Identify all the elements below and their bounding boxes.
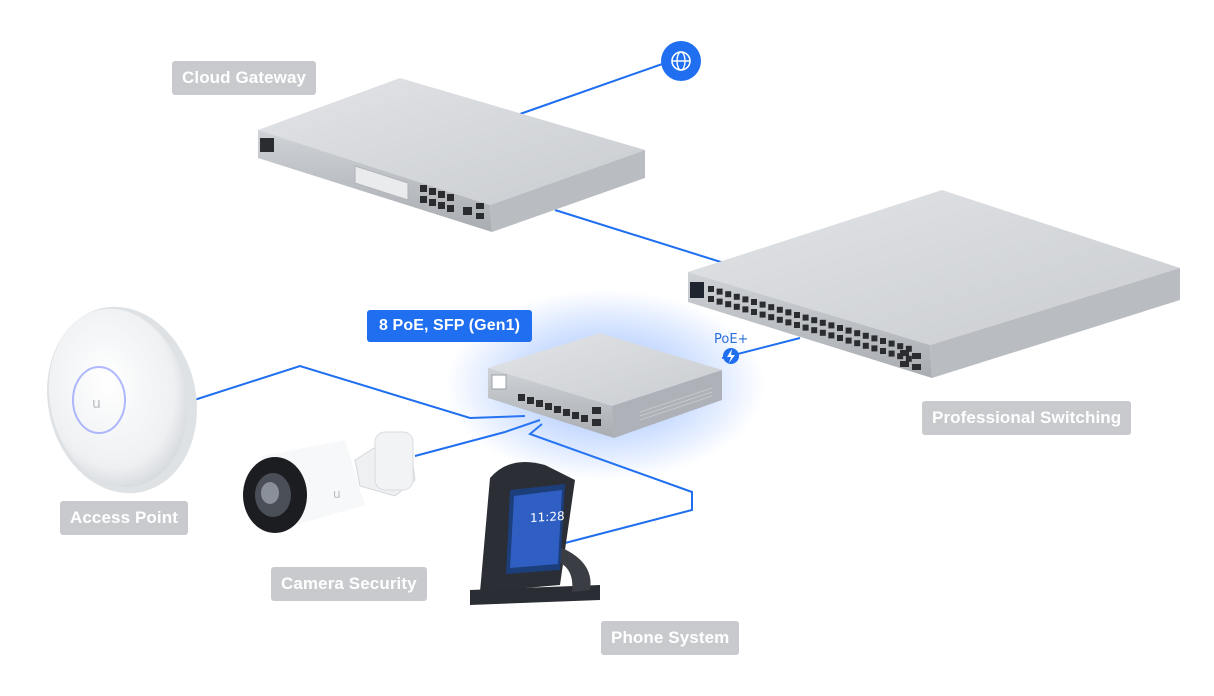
sfp-port <box>900 361 909 367</box>
switch-port <box>708 286 714 292</box>
poe-plus-label: PoE+ <box>714 332 749 347</box>
switch-port <box>897 343 904 350</box>
switch-port <box>811 317 818 324</box>
lightning-icon <box>723 348 739 364</box>
switch-port <box>862 332 869 339</box>
phone-device <box>470 461 600 605</box>
svg-text:u: u <box>333 487 341 501</box>
switch-port <box>759 311 766 318</box>
globe-icon <box>661 41 701 81</box>
switch-port <box>888 340 895 347</box>
switch-port <box>837 335 843 341</box>
switch-port <box>733 293 740 300</box>
switch-port <box>811 327 818 334</box>
switch-port <box>776 306 783 313</box>
cloud-gateway-label: Cloud Gateway <box>172 61 317 95</box>
switch-port <box>828 332 835 339</box>
sfp-port <box>900 350 909 356</box>
switch-port <box>802 314 809 321</box>
cable-gateway-switch <box>554 209 741 269</box>
cable-internet <box>519 61 669 115</box>
switch-port <box>776 316 783 323</box>
switch-port <box>742 306 749 313</box>
switch-port <box>802 324 809 331</box>
switch-port <box>725 301 732 308</box>
sfp-port <box>912 353 921 359</box>
poe-switch-device <box>488 333 722 438</box>
sfp-port <box>912 364 921 370</box>
switch-port <box>854 340 861 347</box>
access-point-device: u <box>47 306 197 494</box>
professional-switch-device <box>688 190 1180 378</box>
switch-port <box>751 309 757 315</box>
switch-port <box>768 304 775 311</box>
switch-port <box>785 319 792 326</box>
switch-port <box>880 338 886 344</box>
cloud-gateway-device <box>258 78 645 232</box>
professional-switching-label: Professional Switching <box>922 401 1132 435</box>
camera-device: u <box>243 431 416 533</box>
switch-port <box>819 319 826 326</box>
switch-port <box>845 337 852 344</box>
switch-port <box>819 329 826 336</box>
switch-highlight-label: 8 PoE, SFP (Gen1) <box>367 310 532 342</box>
switch-port <box>716 288 723 295</box>
switch-port <box>897 353 904 360</box>
switch-port <box>880 348 886 354</box>
camera-security-label: Camera Security <box>271 567 427 601</box>
switch-port <box>905 345 912 352</box>
switch-port <box>905 355 912 362</box>
switch-port <box>871 345 878 352</box>
switch-port <box>845 327 852 334</box>
phone-clock: 11:28 <box>530 508 565 526</box>
switch-port <box>828 322 835 329</box>
switch-port <box>733 303 740 310</box>
switch-port <box>785 309 792 316</box>
switch-port <box>854 330 861 337</box>
switch-port <box>862 342 869 349</box>
switch-port <box>751 299 757 305</box>
switch-port <box>837 325 843 331</box>
switch-port <box>871 335 878 342</box>
switch-port <box>768 314 775 321</box>
switch-port <box>794 322 800 328</box>
access-point-label: Access Point <box>60 501 188 535</box>
ubiquiti-u-logo: u <box>92 396 101 412</box>
switch-port <box>759 301 766 308</box>
switch-port <box>716 298 723 305</box>
switch-port <box>794 312 800 318</box>
phone-system-label: Phone System <box>601 621 740 655</box>
switch-port <box>888 350 895 357</box>
switch-port <box>708 296 714 302</box>
switch-port <box>725 291 732 298</box>
switch-port <box>742 296 749 303</box>
